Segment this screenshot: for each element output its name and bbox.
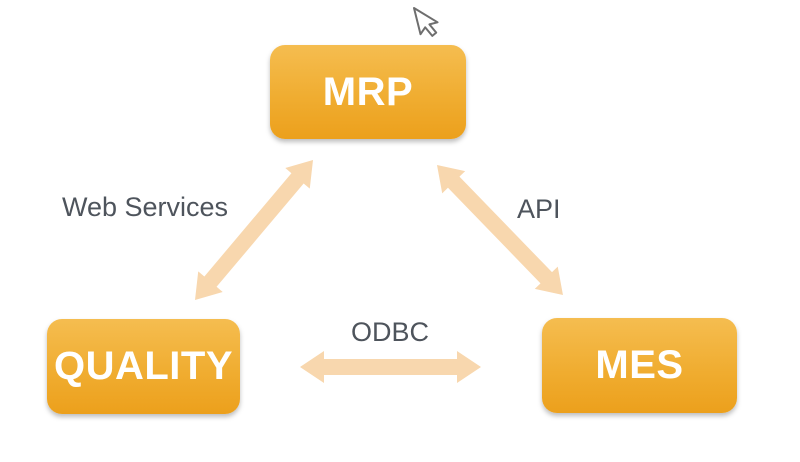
connection-label-api: API	[517, 194, 561, 224]
connection-label-odbc: ODBC	[351, 317, 430, 347]
connection-label-web-services: Web Services	[62, 192, 229, 222]
arrow-odbc	[300, 351, 481, 383]
node-mrp: MRP	[270, 45, 466, 139]
node-quality: QUALITY	[47, 319, 240, 414]
node-quality-label: QUALITY	[53, 344, 234, 388]
node-mes-label: MES	[595, 343, 684, 387]
node-mrp-label: MRP	[322, 69, 414, 114]
node-mes: MES	[542, 318, 737, 413]
arrow-web-services	[195, 160, 314, 300]
arrow-api	[437, 165, 563, 295]
